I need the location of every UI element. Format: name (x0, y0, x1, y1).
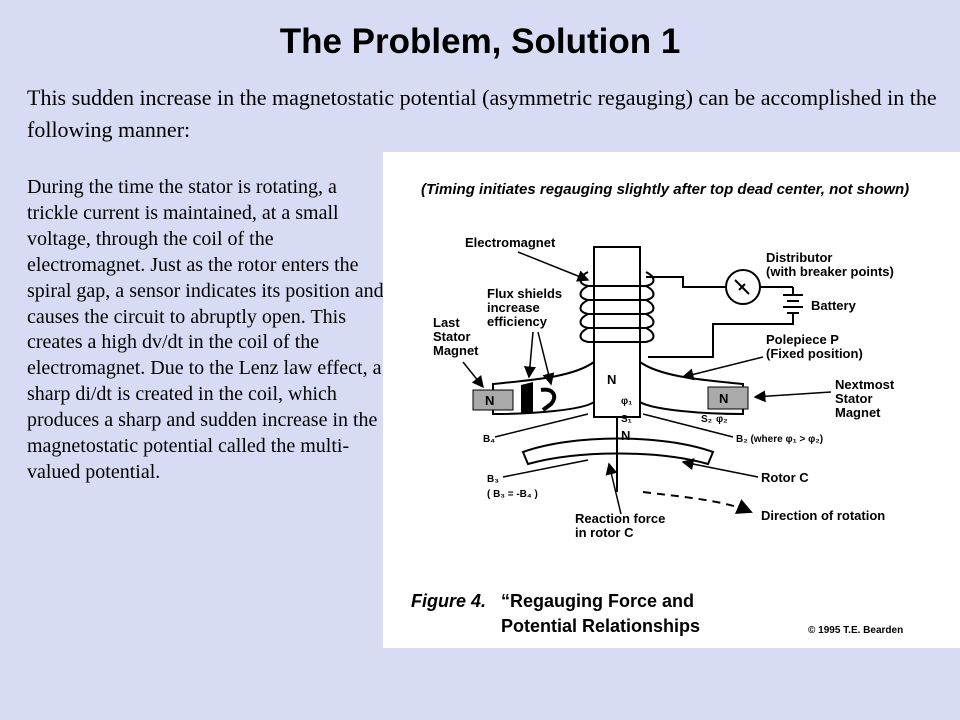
label-distributor-sub: (with breaker points) (766, 264, 894, 279)
label-phi2: φ₂ (716, 414, 728, 425)
label-polepiece: Polepiece P (766, 332, 839, 347)
flux-shield-1 (521, 382, 533, 414)
timing-note: (Timing initiates regauging slightly aft… (421, 181, 909, 198)
intro-text: This sudden increase in the magnetostati… (27, 85, 937, 142)
label-electromagnet: Electromagnet (465, 235, 556, 250)
label-flux-1: Flux shields (487, 286, 562, 301)
label-n-right: N (719, 391, 728, 406)
label-flux-3: efficiency (487, 314, 548, 329)
label-flux-2: increase (487, 300, 540, 315)
label-reaction-1: Reaction force (575, 511, 665, 526)
last-stator-magnet (472, 389, 514, 411)
label-n-top: N (607, 372, 616, 387)
battery-icon (783, 294, 803, 314)
label-n-rotor: N (621, 428, 630, 443)
caption-line-1: “Regauging Force and (501, 591, 694, 611)
label-last-2: Stator (433, 329, 471, 344)
rotation-arrow (642, 491, 753, 514)
label-last-3: Magnet (433, 343, 479, 358)
label-s2: S₂ (701, 414, 712, 425)
label-next-2: Stator (835, 391, 873, 406)
label-next-3: Magnet (835, 405, 881, 420)
label-battery: Battery (811, 298, 857, 313)
slide-title: The Problem, Solution 1 (279, 22, 681, 61)
label-b2: B₂ (where φ₁ > φ₂) (736, 434, 823, 445)
label-next-1: Nextmost (835, 377, 895, 392)
electromagnet-core (593, 246, 641, 418)
caption-prefix: Figure 4. (411, 591, 486, 611)
electromagnet-coil (579, 271, 655, 343)
label-b3-eq: ( B₃ = -B₄ ) (487, 489, 538, 500)
figure-regauging-diagram: (Timing initiates regauging slightly aft… (383, 152, 960, 648)
caption-line-2: Potential Relationships (501, 616, 700, 636)
label-reaction-2: in rotor C (575, 525, 634, 540)
wire-top (646, 276, 728, 288)
label-last-1: Last (433, 315, 460, 330)
label-b3: B₃ (487, 474, 499, 485)
label-n-left: N (485, 393, 494, 408)
label-s1: S₁ (621, 414, 632, 425)
label-b4: B₄ (483, 434, 495, 445)
body-text: During the time the stator is rotating, … (27, 176, 384, 483)
wire-bottom (648, 314, 794, 358)
diagram-svg: (Timing initiates regauging slightly aft… (411, 181, 909, 636)
label-rotor: Rotor C (761, 470, 809, 485)
copyright-text: © 1995 T.E. Bearden (808, 625, 903, 636)
label-phi1: φ₁ (621, 396, 632, 407)
label-polepiece-sub: (Fixed position) (766, 346, 863, 361)
nextmost-stator-magnet (707, 386, 749, 410)
flux-shield-2 (540, 387, 557, 412)
label-distributor: Distributor (766, 250, 832, 265)
label-rotation: Direction of rotation (761, 508, 885, 523)
